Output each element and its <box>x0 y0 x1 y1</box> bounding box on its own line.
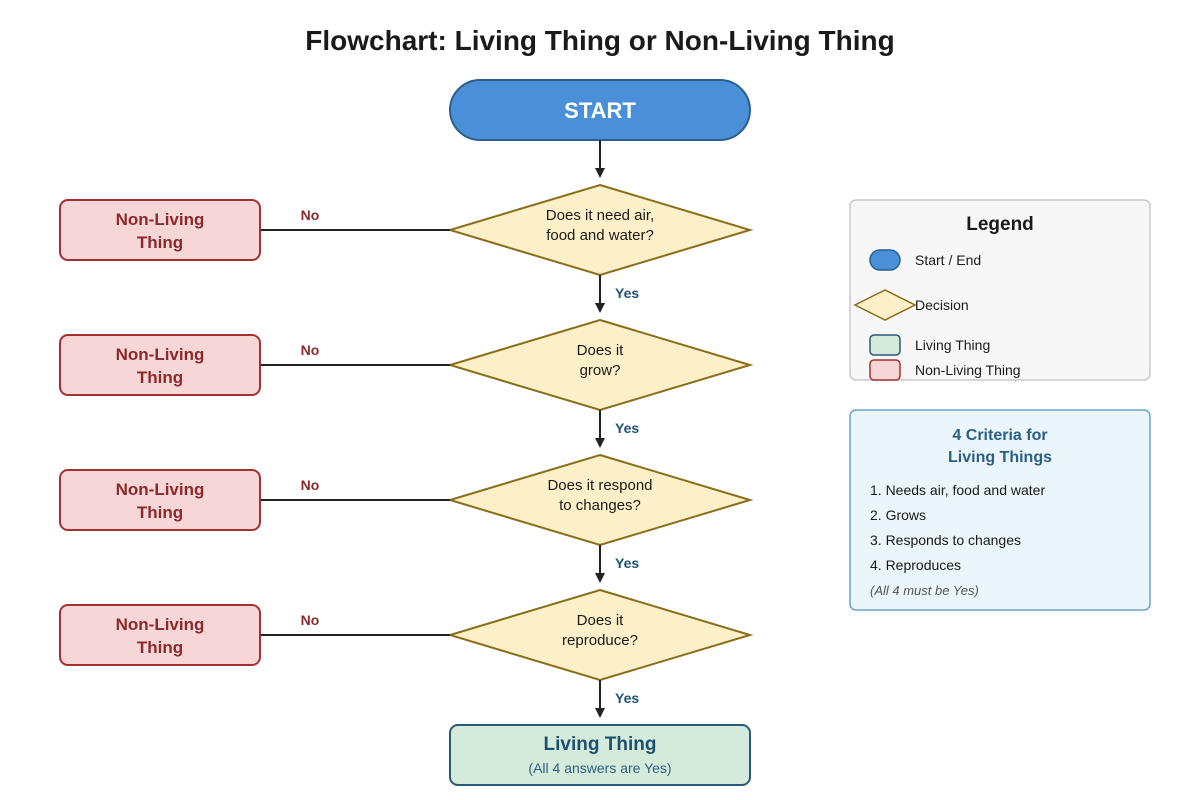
page-title: Flowchart: Living Thing or Non-Living Th… <box>305 25 894 56</box>
non-living-result-2: Non-Living Thing <box>59 334 261 396</box>
yes-label: Yes <box>615 690 639 706</box>
criteria-title-line: Living Things <box>948 449 1052 466</box>
non-living-label-line: Non-Living <box>116 210 205 229</box>
legend-background <box>849 199 1151 381</box>
non-living-shape <box>59 604 261 666</box>
decision-text-line: Does it <box>577 612 625 629</box>
non-living-shape <box>59 469 261 531</box>
start-label: START <box>564 98 636 123</box>
living-title: Living Thing <box>544 734 657 755</box>
yes-label: Yes <box>615 285 639 301</box>
non-living-result-3: Non-Living Thing <box>59 469 261 531</box>
no-label: No <box>301 342 320 358</box>
criteria-title-line: 4 Criteria for <box>952 427 1047 444</box>
criteria-item: 4. Reproduces <box>870 557 961 573</box>
no-label: No <box>301 207 320 223</box>
legend-item-label: Start / End <box>915 252 981 268</box>
decision-text-line: to changes? <box>559 497 641 514</box>
living-subtitle: (All 4 answers are Yes) <box>528 760 671 776</box>
non-living-label-line: Thing <box>137 368 183 387</box>
non-living-result-1: Non-Living Thing <box>59 199 261 261</box>
legend-item-label: Living Thing <box>915 337 990 353</box>
decision-4: Does it reproduce? <box>446 588 754 682</box>
criteria-item: 3. Responds to changes <box>870 532 1021 548</box>
non-living-label-line: Thing <box>137 233 183 252</box>
criteria-item: 2. Grows <box>870 507 926 523</box>
living-shape <box>449 724 751 786</box>
legend-item-label: Decision <box>915 297 969 313</box>
non-living-swatch-icon <box>869 359 901 381</box>
decision-text-line: reproduce? <box>562 632 638 649</box>
non-living-label-line: Thing <box>137 503 183 522</box>
decision-3: Does it respond to changes? <box>446 453 754 547</box>
criteria-background <box>849 409 1151 611</box>
decision-text-line: grow? <box>580 362 621 379</box>
criteria-note: (All 4 must be Yes) <box>870 583 979 598</box>
yes-label: Yes <box>615 555 639 571</box>
decision-swatch-icon <box>853 289 917 321</box>
non-living-label-line: Non-Living <box>116 615 205 634</box>
decision-text-line: Does it need air, <box>546 207 654 224</box>
legend-box: Legend Start / End Decision Living Thing… <box>849 199 1151 381</box>
no-label: No <box>301 612 320 628</box>
legend-item-label: Non-Living Thing <box>915 362 1021 378</box>
living-thing-result: Living Thing (All 4 answers are Yes) <box>449 724 751 786</box>
no-label: No <box>301 477 320 493</box>
non-living-label-line: Non-Living <box>116 480 205 499</box>
living-swatch-icon <box>869 334 901 356</box>
legend-title: Legend <box>966 214 1034 235</box>
non-living-label-line: Non-Living <box>116 345 205 364</box>
decision-text-line: Does it <box>577 342 625 359</box>
decision-text-line: Does it respond <box>547 477 652 494</box>
non-living-shape <box>59 199 261 261</box>
criteria-box: 4 Criteria for Living Things 1. Needs ai… <box>849 409 1151 611</box>
criteria-item: 1. Needs air, food and water <box>870 482 1045 498</box>
decision-text-line: food and water? <box>546 227 654 244</box>
start-end-swatch-icon <box>869 249 901 271</box>
start-node: START <box>449 79 751 141</box>
non-living-shape <box>59 334 261 396</box>
decision-1: Does it need air, food and water? <box>446 183 754 277</box>
non-living-result-4: Non-Living Thing <box>59 604 261 666</box>
non-living-label-line: Thing <box>137 638 183 657</box>
yes-label: Yes <box>615 420 639 436</box>
decision-2: Does it grow? <box>446 318 754 412</box>
